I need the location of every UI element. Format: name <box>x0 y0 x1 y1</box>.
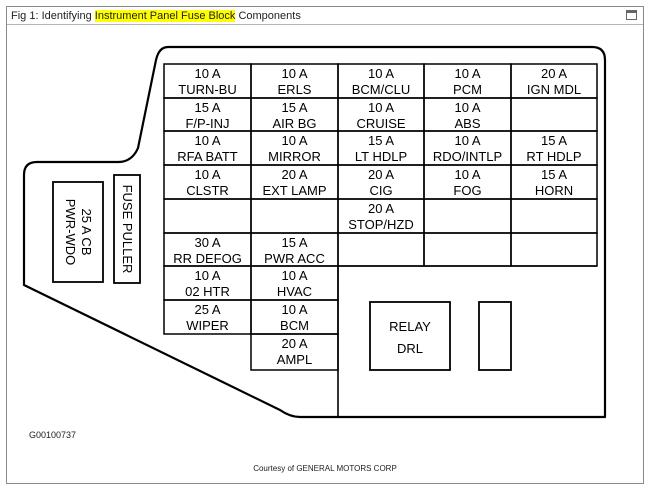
fuse-puller <box>113 174 141 284</box>
fuse-amperage: 20 A <box>368 201 394 216</box>
fuse-circuit-name: HVAC <box>277 284 312 299</box>
fuse-slot <box>423 198 512 234</box>
fuse-amperage: 10 A <box>194 66 220 81</box>
fuse-amperage: 20 A <box>281 336 307 351</box>
fuse-amperage: 15 A <box>281 100 307 115</box>
fuse-circuit-name: IGN MDL <box>527 82 581 97</box>
fuse-circuit-name: PWR ACC <box>264 251 325 266</box>
fuse-circuit-name: RT HDLP <box>526 149 581 164</box>
fuse-amperage: 20 A <box>368 167 394 182</box>
fuse-circuit-name: EXT LAMP <box>262 183 326 198</box>
fuse-amperage: 20 A <box>541 66 567 81</box>
fuse-slot <box>250 333 339 371</box>
fuse-circuit-name: CRUISE <box>356 116 405 131</box>
fuse-amperage: 10 A <box>454 133 480 148</box>
fuse-circuit-name: RR DEFOG <box>173 251 242 266</box>
circuit-breaker-pwr-wdo <box>52 181 104 283</box>
fuse-amperage: 15 A <box>541 167 567 182</box>
figure-frame: Fig 1: Identifying Instrument Panel Fuse… <box>6 6 644 484</box>
fuse-amperage: 10 A <box>281 66 307 81</box>
fuse-amperage: 10 A <box>281 302 307 317</box>
fuse-circuit-name: AMPL <box>277 352 312 367</box>
fuse-slot <box>510 198 598 234</box>
fuse-amperage: 10 A <box>194 268 220 283</box>
fuse-circuit-name: MIRROR <box>268 149 321 164</box>
circuit-breaker-label-line2: PWR-WDO <box>63 199 78 265</box>
fuse-circuit-name: ERLS <box>278 82 312 97</box>
fuse-circuit-name: WIPER <box>186 318 229 333</box>
fuse-amperage: 10 A <box>368 66 394 81</box>
fuse-circuit-name: AIR BG <box>272 116 316 131</box>
fuse-slot <box>337 232 425 267</box>
fuse-amperage: 10 A <box>454 100 480 115</box>
fuse-circuit-name: TURN-BU <box>178 82 237 97</box>
figure-title-bar: Fig 1: Identifying Instrument Panel Fuse… <box>7 7 643 25</box>
fuse-amperage: 10 A <box>281 268 307 283</box>
fuse-circuit-name: LT HDLP <box>355 149 407 164</box>
fuse-slot <box>510 97 598 132</box>
relay-drl <box>369 301 451 371</box>
fuse-circuit-name: ABS <box>454 116 480 131</box>
fuse-circuit-name: CLSTR <box>186 183 229 198</box>
fuse-amperage: 25 A <box>194 302 220 317</box>
fuse-circuit-name: FOG <box>453 183 481 198</box>
fuse-slot <box>423 232 512 267</box>
title-highlight: Instrument Panel Fuse Block <box>94 10 236 22</box>
fuse-circuit-name: F/P-INJ <box>185 116 229 131</box>
fuse-block-outline <box>22 45 607 419</box>
title-prefix: Fig 1: Identifying <box>11 10 95 22</box>
fuse-circuit-name: RDO/INTLP <box>433 149 502 164</box>
fuse-amperage: 10 A <box>454 66 480 81</box>
fuse-amperage: 15 A <box>194 100 220 115</box>
circuit-breaker-label-line1: 25 A CB <box>79 209 94 256</box>
fuse-slot <box>250 198 339 234</box>
title-suffix: Components <box>235 10 301 22</box>
fuse-circuit-name: STOP/HZD <box>348 217 414 232</box>
fuse-circuit-name: CIG <box>369 183 392 198</box>
fuse-amperage: 10 A <box>368 100 394 115</box>
fuse-amperage: 20 A <box>281 167 307 182</box>
fuse-amperage: 10 A <box>454 167 480 182</box>
credit-line: Courtesy of GENERAL MOTORS CORP <box>253 464 397 473</box>
fuse-amperage: 10 A <box>194 133 220 148</box>
fuse-slot <box>510 232 598 267</box>
fuse-amperage: 15 A <box>541 133 567 148</box>
fuse-circuit-name: 02 HTR <box>185 284 230 299</box>
fuse-amperage: 15 A <box>281 235 307 250</box>
fuse-slot <box>163 198 252 234</box>
fuse-amperage: 10 A <box>281 133 307 148</box>
fuse-amperage: 10 A <box>194 167 220 182</box>
relay-label-line2: DRL <box>397 341 423 356</box>
maximize-icon[interactable] <box>626 10 637 20</box>
fuse-amperage: 15 A <box>368 133 394 148</box>
fuse-circuit-name: HORN <box>535 183 573 198</box>
fuse-circuit-name: RFA BATT <box>177 149 237 164</box>
fuse-amperage: 30 A <box>194 235 220 250</box>
fuse-circuit-name: BCM/CLU <box>352 82 411 97</box>
fuse-puller-label: FUSE PULLER <box>120 185 135 274</box>
fuse-circuit-name: BCM <box>280 318 309 333</box>
fuse-circuit-name: PCM <box>453 82 482 97</box>
figure-code: G00100737 <box>29 430 77 440</box>
relay-socket <box>478 301 512 371</box>
relay-label-line1: RELAY <box>389 319 431 334</box>
